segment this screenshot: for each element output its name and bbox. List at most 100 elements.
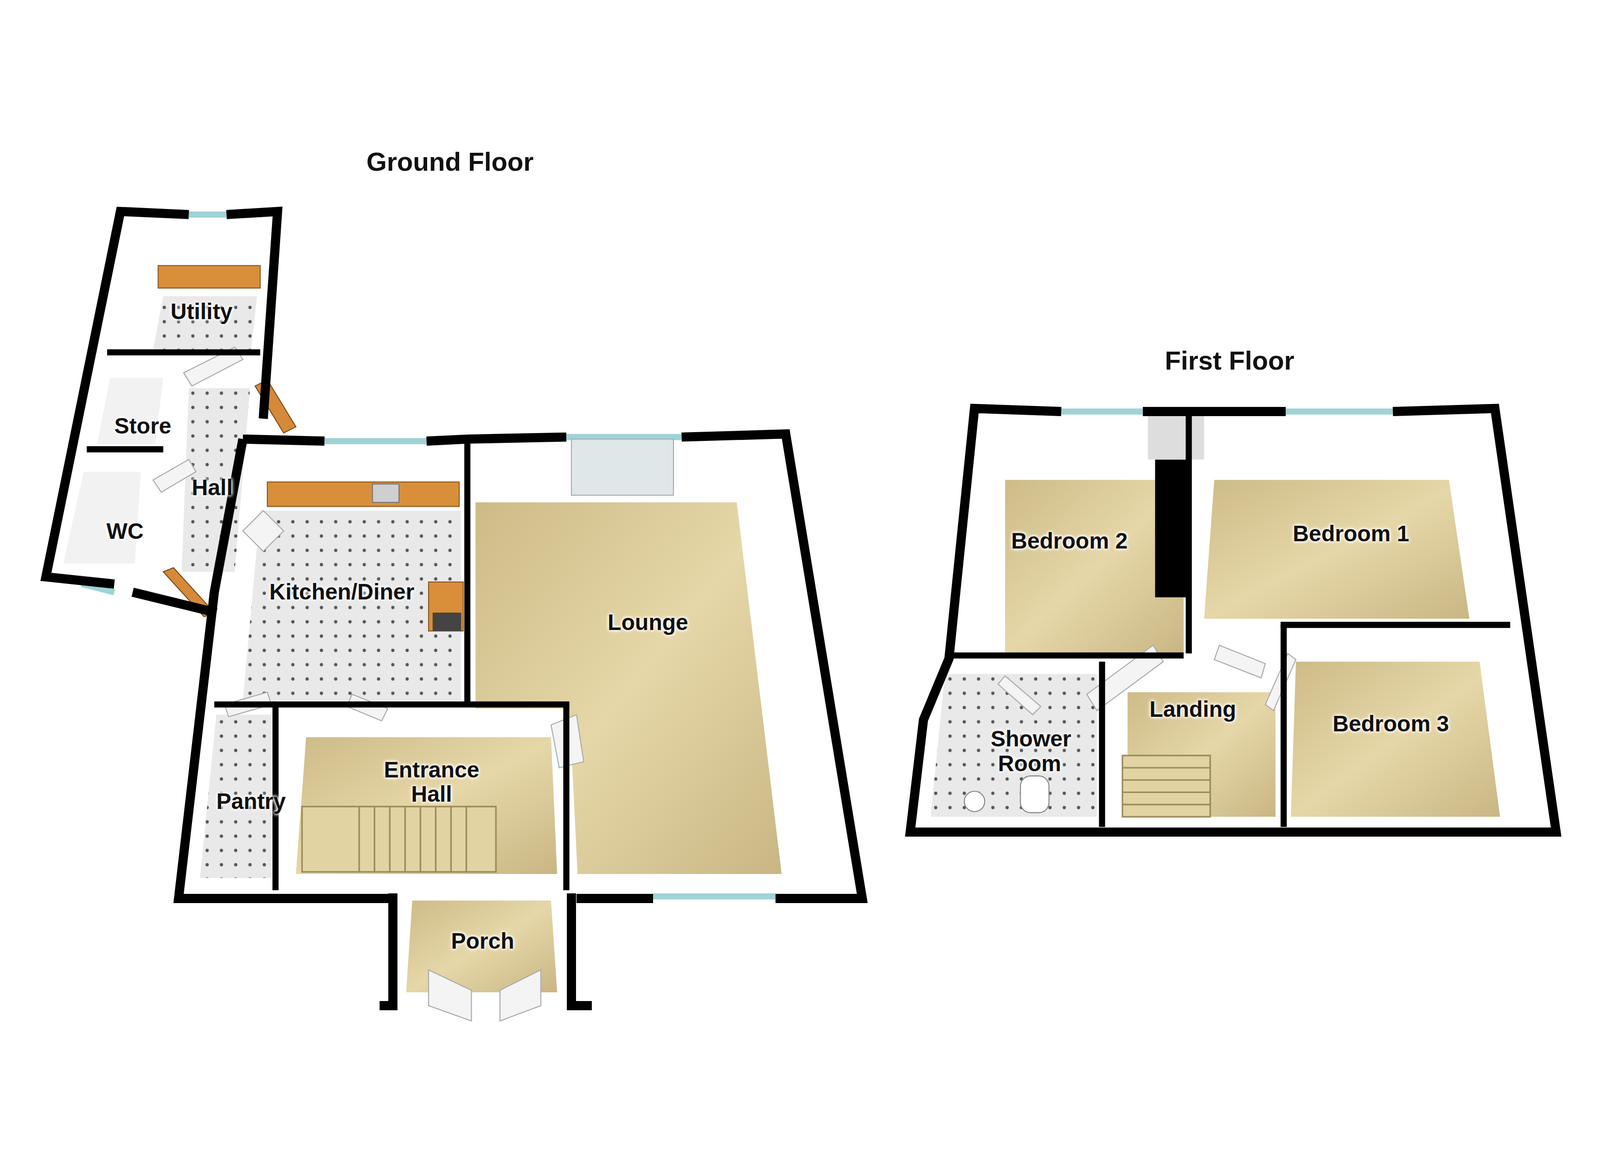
plan-part	[948, 413, 1511, 827]
room-box: Landing	[1112, 683, 1274, 735]
plan-part	[1203, 480, 1470, 619]
room-label-group: Bedroom 1	[1292, 521, 1409, 546]
room-label: Entrance Hall	[370, 757, 493, 807]
room-label: Hall	[192, 475, 233, 500]
plan-part	[302, 806, 496, 872]
plan-part	[1122, 791, 1211, 793]
room-label: Pantry	[216, 788, 286, 814]
plan-part	[681, 433, 863, 899]
room-box: Store	[91, 402, 194, 449]
room-label-group: Pantry	[216, 788, 286, 814]
plan-part	[1122, 803, 1211, 805]
plan-part	[465, 806, 467, 872]
plan-part	[379, 893, 592, 1006]
plan-part	[372, 483, 400, 503]
plan-part	[1122, 755, 1211, 817]
plan-part	[358, 806, 360, 872]
plan-part	[178, 433, 863, 899]
plan-part	[46, 211, 190, 584]
plan-part	[1122, 766, 1211, 768]
room-label-group: Shower Room	[990, 726, 1069, 776]
plan-part	[930, 673, 1097, 817]
plan-part	[432, 612, 462, 631]
plan-part	[499, 969, 541, 1021]
plan-part	[1142, 406, 1286, 416]
plan-part	[576, 893, 654, 903]
room-box: Entrance Hall	[290, 741, 573, 822]
plan-part	[1285, 408, 1393, 415]
room-label: Bedroom 3	[1332, 711, 1449, 736]
room-label-group: Utility	[170, 299, 233, 324]
room-label: Bedroom 1	[1292, 521, 1409, 546]
plan-part	[1154, 459, 1189, 597]
plan-part	[1185, 413, 1193, 654]
plan-part	[428, 581, 464, 631]
plan-part	[1290, 661, 1500, 817]
plan-part	[1280, 624, 1287, 827]
plan-part	[132, 592, 217, 613]
room-label: Kitchen/Diner	[269, 579, 415, 605]
plan-part	[188, 211, 227, 218]
plan-part	[964, 790, 985, 812]
plan-part	[379, 893, 393, 1006]
plan-part	[948, 652, 1184, 659]
room-box: Bedroom 1	[1209, 508, 1493, 560]
plan-part	[571, 893, 592, 1006]
plan-part	[1214, 644, 1265, 678]
room-label-group: WC	[106, 518, 144, 544]
plan-part	[46, 211, 863, 1006]
plan-part	[267, 481, 460, 507]
plan-part	[1280, 621, 1511, 628]
room-box: Porch	[408, 915, 558, 967]
plan-part	[295, 736, 558, 874]
plan-part	[921, 411, 1393, 727]
room-label: Landing	[1149, 696, 1237, 722]
room-label-group: Entrance Hall	[370, 757, 493, 807]
plan-part	[1020, 775, 1050, 813]
plan-part	[1148, 413, 1205, 460]
plan-part	[153, 296, 258, 350]
plan-part	[242, 510, 284, 552]
room-label: Bedroom 2	[1010, 528, 1128, 554]
room-label: Store	[114, 413, 172, 439]
plan-part	[464, 441, 471, 705]
room-label-group: Bedroom 3	[1332, 711, 1449, 736]
room-label: Lounge	[607, 609, 688, 635]
room-box: Pantry	[200, 775, 303, 827]
plan-part	[107, 349, 261, 356]
plan-part	[1099, 661, 1106, 827]
room-box: WC	[71, 508, 179, 555]
room-box: Lounge	[479, 596, 817, 648]
plan-part	[63, 471, 141, 564]
plan-part	[242, 438, 325, 441]
room-label-group: Hall	[192, 475, 233, 500]
room-box: Bedroom 2	[964, 515, 1175, 567]
room-box: Bedroom 3	[1290, 698, 1491, 750]
room-label-group: Landing	[1149, 696, 1237, 722]
room-label: WC	[106, 518, 144, 544]
plan-part	[450, 806, 452, 872]
plan-part	[373, 806, 376, 872]
plan-part	[428, 969, 472, 1021]
plan-part	[997, 675, 1041, 715]
plan-part	[158, 265, 464, 631]
floor-heading: Ground Floor	[366, 146, 534, 177]
plan-part	[426, 436, 567, 441]
room-label-group: Kitchen/Diner	[269, 579, 415, 605]
room-label: Porch	[450, 928, 514, 954]
plan-part	[302, 806, 496, 872]
plan-part	[153, 347, 584, 1021]
plan-part	[158, 265, 260, 288]
plan-part	[419, 806, 422, 872]
room-label-group: Lounge	[607, 609, 688, 635]
plan-part	[46, 211, 863, 1006]
plan-part	[153, 459, 196, 492]
room-box: Utility	[132, 290, 271, 332]
room-label-group: Bedroom 2	[1010, 528, 1128, 554]
plan-part	[275, 704, 567, 891]
room-box: Shower Room	[938, 711, 1121, 791]
plan-part	[434, 806, 437, 872]
plan-part	[910, 408, 1556, 832]
